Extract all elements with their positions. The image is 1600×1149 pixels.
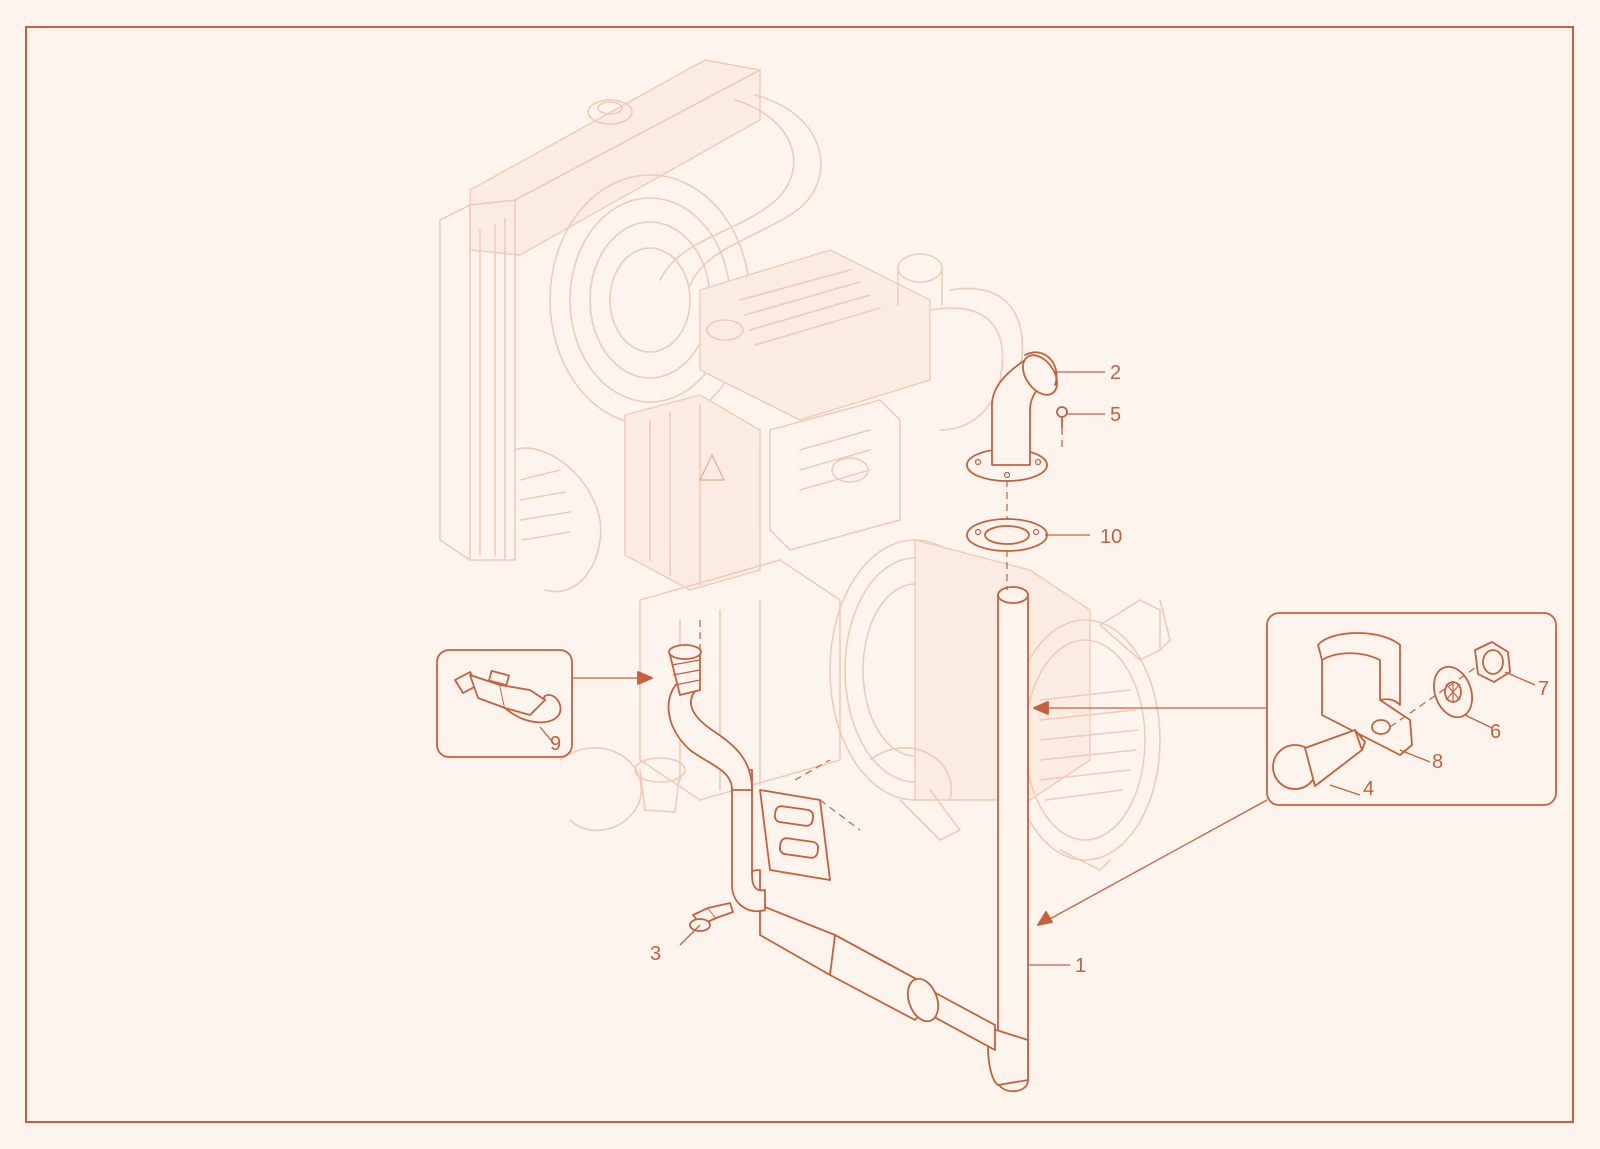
callout-5: 5 <box>1110 404 1121 426</box>
callout-2: 2 <box>1110 362 1121 384</box>
rain-cap-elbow <box>966 351 1058 482</box>
callout-3: 3 <box>650 943 661 965</box>
callout-6: 6 <box>1490 721 1501 743</box>
bolt-3 <box>689 902 734 932</box>
callout-10: 10 <box>1100 526 1122 548</box>
callout-7: 7 <box>1538 678 1549 700</box>
callout-8: 8 <box>1432 751 1443 773</box>
exhaust-pipe-assembly <box>667 586 1029 1093</box>
connector-inset <box>436 649 573 758</box>
diagram-frame <box>25 26 1574 1123</box>
gasket-10 <box>966 480 1048 590</box>
engine-background <box>439 59 1171 871</box>
screw-5 <box>1056 406 1068 450</box>
leader-lines <box>539 371 1536 966</box>
clamp-inset <box>1266 612 1557 806</box>
callout-1: 1 <box>1075 955 1086 977</box>
callout-4: 4 <box>1363 778 1374 800</box>
callout-9: 9 <box>550 733 561 755</box>
